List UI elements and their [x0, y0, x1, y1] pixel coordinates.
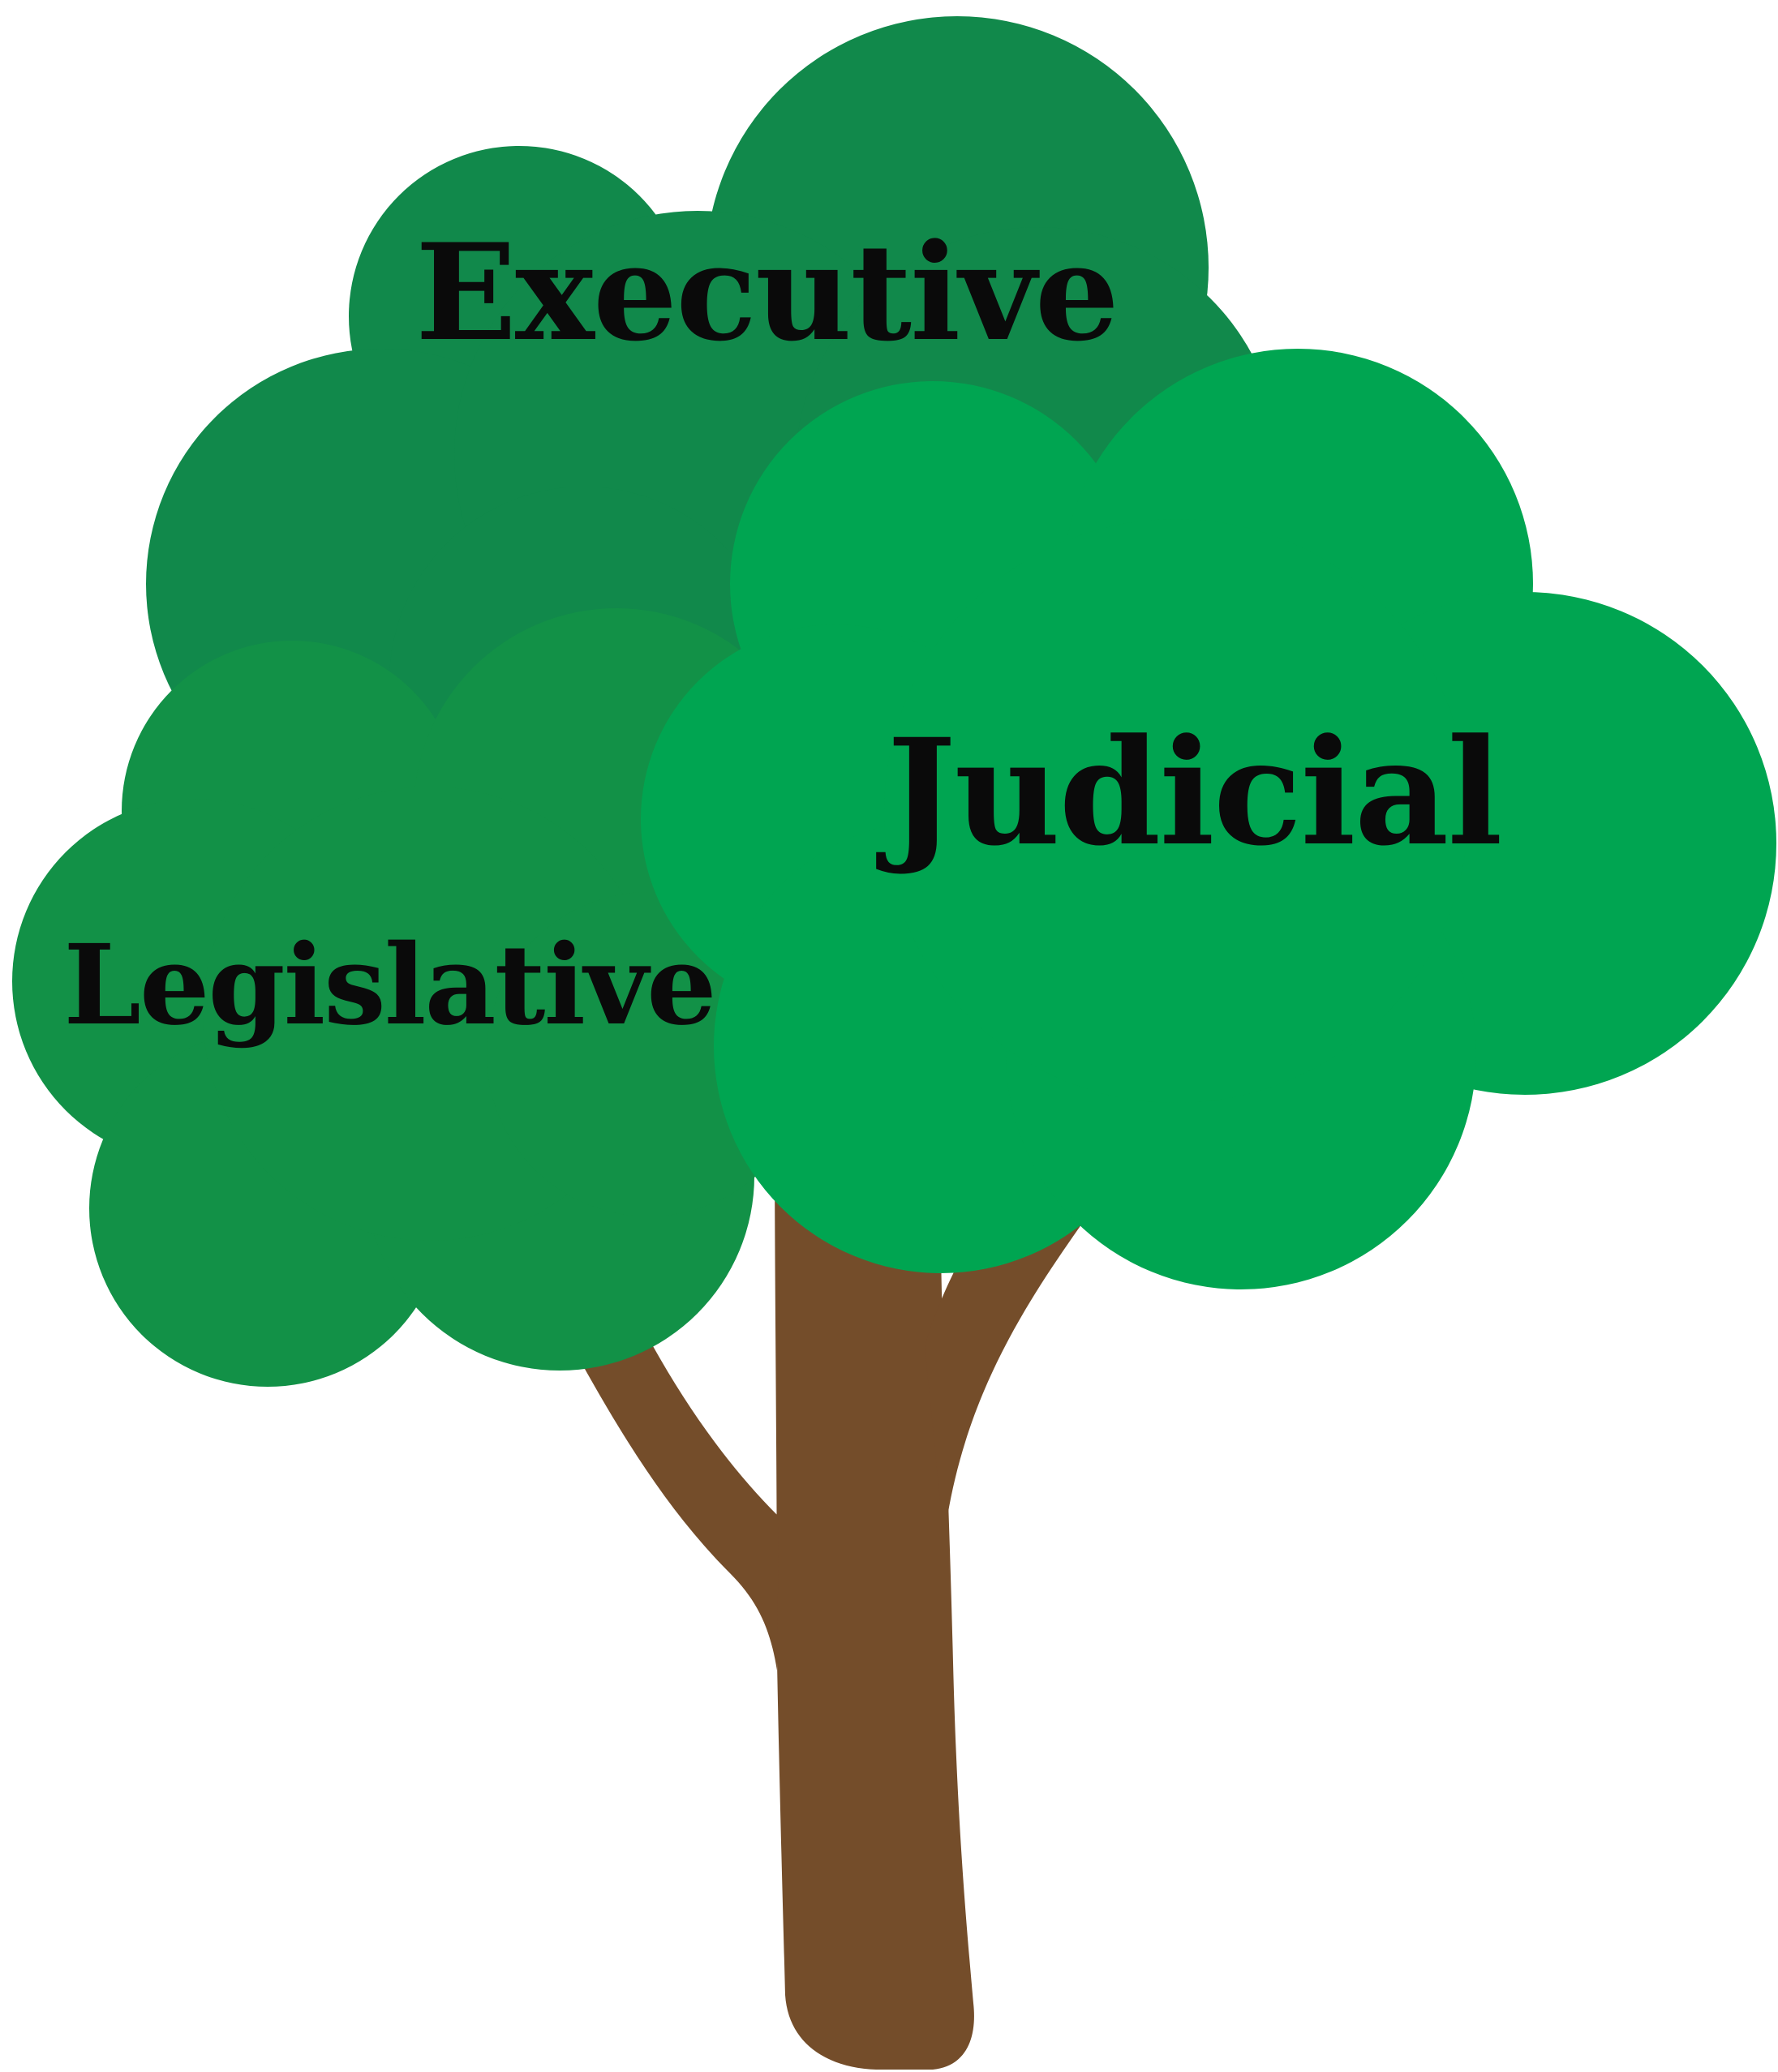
branch-left: [568, 1338, 779, 1671]
legislative-canopy: [12, 608, 819, 1387]
judicial-lobe: [884, 519, 1468, 1103]
trunk-main: [775, 1119, 974, 2070]
judicial-canopy: [641, 349, 1776, 1289]
legislative-label: Legislative: [63, 920, 715, 1050]
judicial-label: Judicial: [875, 707, 1501, 878]
executive-label: Executive: [415, 214, 1118, 371]
